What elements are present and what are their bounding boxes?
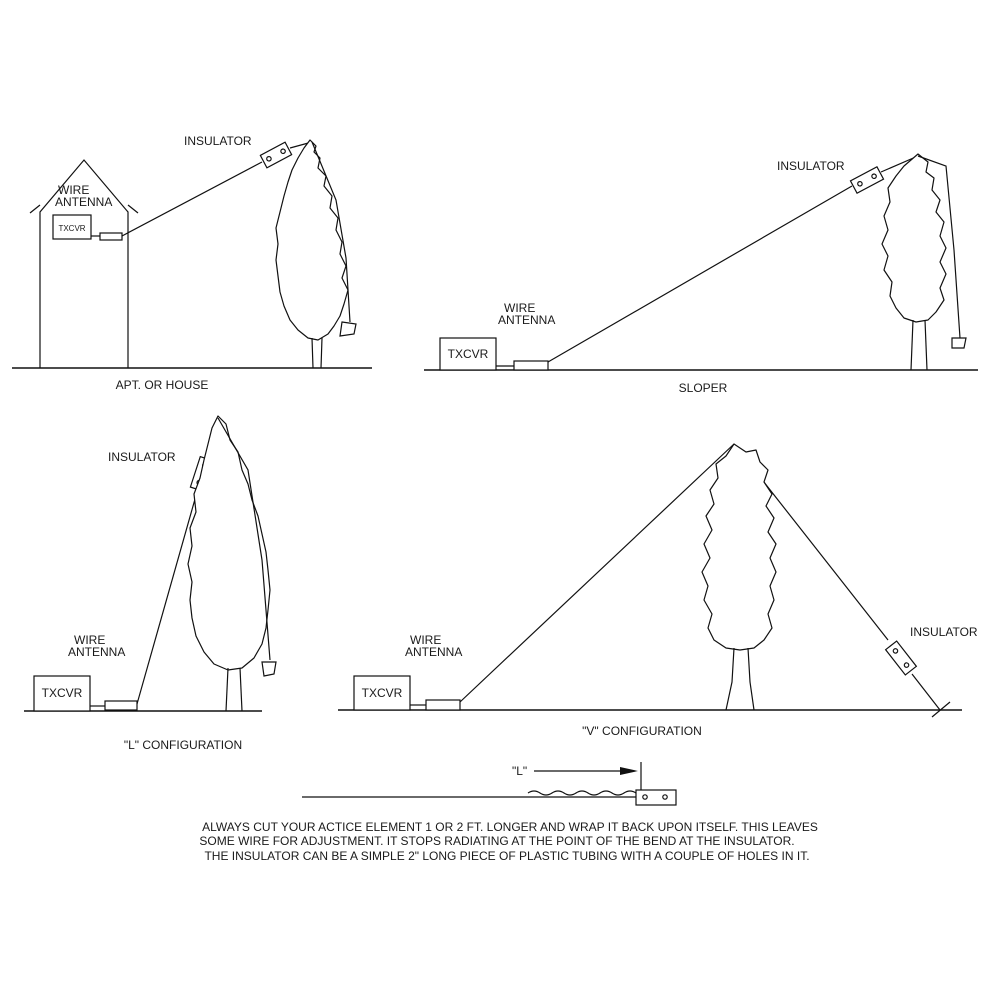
antenna-feed-box [425, 699, 461, 711]
guy-wire [911, 673, 941, 711]
tree-trunk-right [747, 647, 755, 711]
wire-label: WIRE [58, 183, 89, 197]
roof-eave-left [29, 204, 41, 214]
antenna-label: ANTENNA [498, 313, 555, 327]
antenna-wire [547, 185, 853, 363]
txcvr-label: TXCVR [362, 686, 403, 700]
wire-over-tree [311, 141, 351, 323]
insulator-label: INSULATOR [108, 450, 176, 464]
insulator-hole [662, 794, 668, 800]
caption-v-configuration: "V" CONFIGURATION [582, 724, 702, 738]
tree-canopy [275, 139, 349, 341]
insulator-label: INSULATOR [777, 159, 845, 173]
counterweight [261, 661, 277, 677]
tree-canopy [701, 443, 777, 651]
txcvr-label: TXCVR [448, 347, 489, 361]
antenna-label: ANTENNA [55, 195, 112, 209]
wire-label: WIRE [410, 633, 441, 647]
txcvr-box [33, 675, 91, 712]
wire-label: WIRE [74, 633, 105, 647]
wire-over-tree [917, 155, 961, 339]
dimension-arrowhead [620, 767, 638, 775]
house-outline [39, 159, 129, 368]
counterweight [339, 321, 357, 337]
txcvr-box [439, 337, 497, 371]
antenna-feed-box [104, 700, 138, 711]
tree-trunk-left [311, 337, 314, 369]
insulator [259, 141, 293, 169]
tree-trunk-left [725, 647, 735, 711]
antenna-wire-left [459, 443, 735, 703]
insulator [635, 789, 677, 806]
l-dimension-label: "L" [512, 764, 527, 778]
antenna-wire [136, 491, 198, 705]
insulator [849, 165, 885, 195]
note-line-1: ALWAYS CUT YOUR ACTICE ELEMENT 1 OR 2 FT… [202, 820, 818, 834]
tree-canopy [881, 153, 947, 323]
antenna-feed-box [99, 232, 123, 241]
insulator [884, 640, 918, 676]
tree-canopy [187, 415, 271, 671]
antenna-label: ANTENNA [405, 645, 462, 659]
panel-v-configuration: TXCVR WIRE ANTENNA INSULATOR "V" CONFIGU… [338, 443, 978, 738]
tree-trunk-left [910, 319, 914, 371]
insulator-label: INSULATOR [184, 134, 252, 148]
counterweight [951, 337, 967, 349]
caption-house: APT. OR HOUSE [116, 378, 209, 392]
wire-over-tree [217, 417, 271, 661]
txcvr-box [353, 675, 411, 711]
tree-trunk-right [320, 337, 323, 369]
notes: ALWAYS CUT YOUR ACTICE ELEMENT 1 OR 2 FT… [199, 820, 817, 863]
tree-trunk-left [225, 667, 229, 712]
note-line-3: THE INSULATOR CAN BE A SIMPLE 2" LONG PI… [204, 849, 809, 863]
wire-label: WIRE [504, 301, 535, 315]
antenna-feed-box [513, 360, 549, 371]
txcvr-label: TXCVR [42, 686, 83, 700]
tree-trunk-right [239, 667, 243, 712]
tree-trunk-right [924, 319, 928, 371]
insulator-label: INSULATOR [910, 625, 978, 639]
txcvr-box [52, 214, 92, 240]
caption-sloper: SLOPER [679, 381, 728, 395]
wrapped-wire [527, 790, 637, 796]
roof-eave-right [127, 204, 139, 214]
caption-l-configuration: "L" CONFIGURATION [124, 738, 242, 752]
ground-stake [931, 701, 951, 718]
note-line-2: SOME WIRE FOR ADJUSTMENT. IT STOPS RADIA… [199, 834, 794, 848]
panel-sloper: TXCVR WIRE ANTENNA INSULATOR SLOPER [424, 153, 978, 395]
panel-house: TXCVR WIRE ANTENNA INSULATOR APT. OR HOU… [12, 134, 372, 392]
detail-wrap-back: "L" [302, 762, 677, 806]
txcvr-label: TXCVR [58, 224, 85, 233]
antenna-label: ANTENNA [68, 645, 125, 659]
insulator-hole [642, 794, 648, 800]
panel-l-configuration: TXCVR WIRE ANTENNA INSULATOR "L" CONFIGU… [24, 415, 277, 752]
antenna-wire [121, 161, 263, 237]
